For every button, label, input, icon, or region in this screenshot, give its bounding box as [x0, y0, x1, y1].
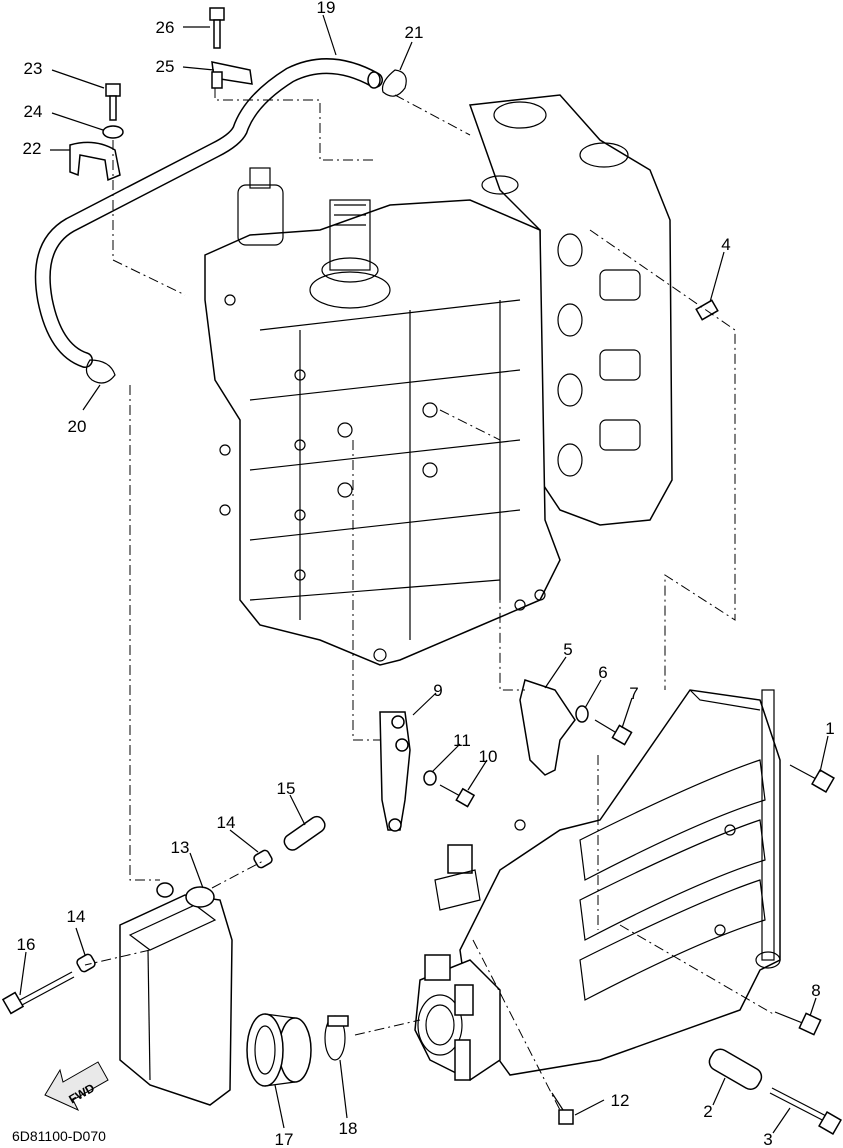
clip-21	[381, 69, 407, 97]
callout-3: 3	[763, 1130, 772, 1148]
bolt-23	[105, 83, 121, 121]
callout-5: 5	[563, 640, 572, 659]
washer-7	[575, 705, 589, 723]
bolt-3	[769, 1087, 842, 1135]
throttle-body	[414, 844, 501, 1081]
callout-20: 20	[68, 417, 87, 436]
clip-20	[85, 359, 116, 384]
silencer-13	[119, 882, 233, 1106]
callout-8: 8	[811, 981, 820, 1000]
callout-14-upper: 14	[217, 813, 236, 832]
bracket-9	[379, 711, 411, 831]
callout-16: 16	[17, 935, 36, 954]
callout-1: 1	[825, 719, 834, 738]
callout-9: 9	[433, 681, 442, 700]
callout-22: 22	[23, 139, 42, 158]
callout-7: 7	[629, 684, 638, 703]
washer-24	[102, 125, 124, 139]
callout-15: 15	[277, 779, 296, 798]
collar-2	[708, 1048, 763, 1090]
hose	[34, 58, 383, 368]
callout-24: 24	[24, 102, 43, 121]
bolt-12	[551, 1092, 574, 1125]
callout-23: 23	[24, 59, 43, 78]
bolt-1	[789, 764, 835, 793]
callout-14-lower: 14	[67, 907, 86, 926]
callout-21: 21	[405, 23, 424, 42]
grommet-14b	[76, 953, 96, 973]
grommet-14a	[253, 849, 273, 869]
leader-lines	[19, 14, 829, 1134]
callout-10: 10	[479, 747, 498, 766]
bolt-10	[439, 784, 476, 808]
intake-manifold	[459, 689, 781, 1076]
callout-19: 19	[317, 0, 336, 17]
washer-11	[423, 770, 437, 786]
bracket-25	[211, 61, 253, 89]
clamp-22	[69, 141, 121, 182]
cylinder-block	[204, 94, 673, 666]
callout-26: 26	[156, 18, 175, 37]
callout-11: 11	[453, 731, 471, 750]
bracket-5	[519, 679, 576, 776]
callout-4: 4	[721, 235, 730, 254]
assembly-lines	[84, 88, 776, 1111]
joint-17	[246, 1013, 312, 1087]
bolt-26	[209, 7, 225, 49]
bolt-8	[774, 1011, 822, 1036]
callout-12: 12	[611, 1091, 630, 1110]
fwd-arrow: FWD	[44, 1061, 109, 1112]
diagram-code: 6D81100-D070	[12, 1128, 106, 1144]
callout-25: 25	[156, 57, 175, 76]
callout-6: 6	[598, 663, 607, 682]
pipe-15	[283, 815, 326, 851]
bolt-16	[1, 971, 75, 1015]
callout-13: 13	[171, 838, 190, 857]
callout-18: 18	[339, 1119, 358, 1138]
callout-2: 2	[703, 1102, 712, 1121]
bolt-6	[594, 719, 633, 746]
callout-labels: 1 2 3 4 5 6 7 8 9 10 11 12 13 14 14 15 1…	[17, 0, 835, 1148]
callout-17: 17	[275, 1130, 294, 1148]
dowel-4	[695, 299, 719, 321]
